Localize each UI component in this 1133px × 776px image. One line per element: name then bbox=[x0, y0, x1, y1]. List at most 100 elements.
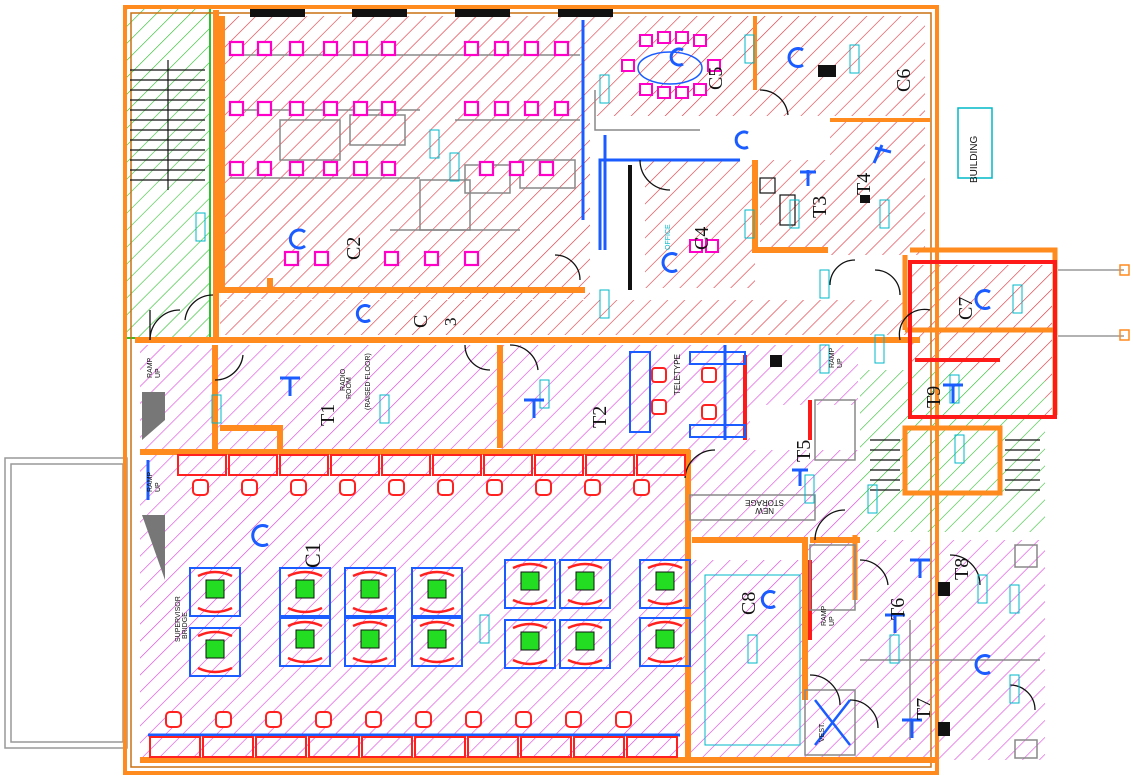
zone-ramp-top bbox=[750, 345, 858, 405]
chair bbox=[315, 711, 332, 728]
zone-c6 bbox=[755, 16, 925, 116]
console-seating bbox=[287, 570, 323, 614]
console-frame bbox=[279, 617, 331, 667]
conference-table-c5 bbox=[621, 31, 721, 99]
console-seating bbox=[197, 630, 233, 674]
area-tag bbox=[874, 334, 885, 364]
area-tag bbox=[867, 484, 878, 514]
equipment-box bbox=[463, 100, 480, 117]
chair bbox=[241, 479, 258, 496]
equipment-box bbox=[478, 160, 495, 177]
console-frame bbox=[504, 559, 556, 609]
vest-cross-b bbox=[814, 699, 851, 746]
chair bbox=[339, 479, 356, 496]
zone-teletype bbox=[625, 345, 750, 450]
equipment-box bbox=[508, 160, 525, 177]
room-label-c3-b: 3 bbox=[441, 318, 460, 327]
desk bbox=[228, 454, 278, 476]
console-frame bbox=[411, 617, 463, 667]
area-tag bbox=[599, 74, 610, 104]
ramp-up-b1: RAMP bbox=[147, 471, 154, 492]
console-screen bbox=[427, 579, 447, 599]
equipment-box bbox=[288, 100, 305, 117]
equipment-box bbox=[322, 100, 339, 117]
console-frame bbox=[559, 619, 611, 669]
room-label-t2: T2 bbox=[589, 406, 611, 428]
zone-t6-t8 bbox=[805, 540, 1045, 760]
room-label-c7: C7 bbox=[955, 297, 977, 320]
new-storage-line2: STORAGE bbox=[745, 498, 784, 507]
area-tag bbox=[879, 199, 890, 229]
t9-core bbox=[902, 425, 1003, 496]
console-seating bbox=[352, 570, 388, 614]
console-frame bbox=[189, 627, 241, 677]
desk bbox=[636, 454, 686, 476]
console-screen bbox=[295, 629, 315, 649]
equipment-box bbox=[352, 100, 369, 117]
desk bbox=[361, 736, 413, 758]
desk bbox=[149, 736, 201, 758]
console-screen bbox=[427, 629, 447, 649]
chair bbox=[584, 479, 601, 496]
equipment-box bbox=[352, 40, 369, 57]
radio-room-line3: (RAISED FLOOR) bbox=[365, 353, 372, 410]
room-label-t8: T8 bbox=[951, 558, 973, 580]
console-screen bbox=[520, 631, 540, 651]
chair bbox=[165, 711, 182, 728]
desk bbox=[573, 736, 625, 758]
zone-t4 bbox=[830, 120, 925, 255]
console-seating bbox=[287, 620, 323, 664]
chair bbox=[365, 711, 382, 728]
equipment-c2 bbox=[228, 40, 570, 267]
c8-inner bbox=[704, 574, 801, 746]
equipment-box bbox=[228, 100, 245, 117]
grey-ramp-triangles bbox=[142, 392, 165, 580]
area-tag bbox=[1009, 584, 1020, 614]
room-label-c8: C8 bbox=[738, 592, 760, 615]
area-tag bbox=[849, 44, 860, 74]
area-tag bbox=[744, 209, 755, 239]
console-screen bbox=[205, 579, 225, 599]
equipment-box bbox=[313, 250, 330, 267]
console-seating bbox=[647, 562, 683, 606]
ramp-up-c1: RAMP bbox=[829, 347, 836, 368]
area-tag bbox=[211, 394, 222, 424]
equipment-box bbox=[553, 40, 570, 57]
room-label-t3: T3 bbox=[809, 196, 831, 218]
equipment-box bbox=[380, 100, 397, 117]
teletype-benches bbox=[629, 351, 746, 438]
console-frame bbox=[411, 567, 463, 617]
area-tag bbox=[804, 474, 815, 504]
equipment-blocks bbox=[770, 65, 950, 736]
area-tag bbox=[977, 574, 988, 604]
equipment-box bbox=[383, 250, 400, 267]
desks-c1 bbox=[149, 454, 686, 758]
equipment-box bbox=[380, 160, 397, 177]
room-label-c4: C4 bbox=[691, 227, 713, 250]
radio-room-line1: RADIO bbox=[340, 368, 347, 391]
area-tag bbox=[195, 212, 206, 242]
ramp-up-d2: UP bbox=[829, 616, 836, 626]
area-tag bbox=[379, 394, 390, 424]
equipment-box bbox=[322, 40, 339, 57]
area-tag bbox=[1009, 674, 1020, 704]
chair bbox=[515, 711, 532, 728]
equipment-box bbox=[288, 40, 305, 57]
console-seating bbox=[512, 622, 548, 666]
furniture-c4 bbox=[689, 239, 719, 253]
console-frame bbox=[504, 619, 556, 669]
stair-treads-t9 bbox=[870, 439, 1040, 491]
area-tag bbox=[479, 614, 490, 644]
area-tag bbox=[449, 152, 460, 182]
area-tag bbox=[599, 289, 610, 319]
console-screen bbox=[295, 579, 315, 599]
desk bbox=[483, 454, 533, 476]
desk bbox=[330, 454, 380, 476]
consoles-c1 bbox=[189, 559, 691, 677]
equipment-box bbox=[256, 160, 273, 177]
building-tag: BUILDING bbox=[957, 107, 993, 183]
chair bbox=[437, 479, 454, 496]
console-screen bbox=[655, 571, 675, 591]
equipment-box bbox=[228, 160, 245, 177]
